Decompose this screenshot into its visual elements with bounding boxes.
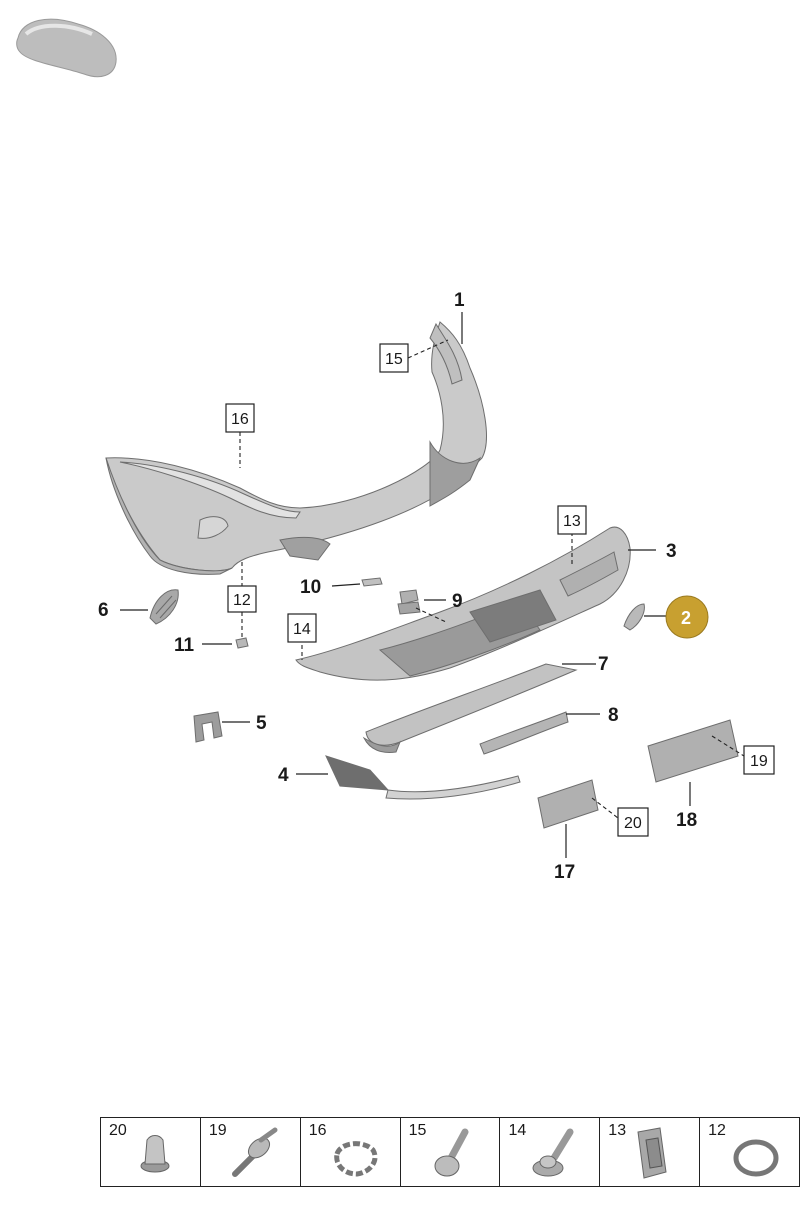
- screw-icon: [434, 1128, 469, 1177]
- part-17-plate: [537, 779, 599, 829]
- part-6-reflector: [149, 589, 179, 625]
- part-7-lower-panel: [362, 663, 578, 753]
- legend-cell-14[interactable]: 14: [500, 1118, 601, 1186]
- label-6: 6: [98, 600, 109, 621]
- highlight-badge-label: 2: [681, 608, 691, 628]
- legend-number: 14: [508, 1122, 527, 1139]
- clip-ring-icon: [333, 1141, 378, 1177]
- leader-lines: [120, 312, 745, 858]
- part-18-plate: [647, 719, 739, 783]
- expanding-rivet-icon: [231, 1127, 278, 1177]
- plug-icon: [140, 1135, 170, 1173]
- legend-cell-20[interactable]: 20: [101, 1118, 201, 1186]
- label-11: 11: [174, 635, 195, 656]
- boxed-label-15: 15: [385, 351, 403, 368]
- legend-number: 12: [708, 1122, 726, 1139]
- part-10-clip: [361, 577, 383, 587]
- boxed-label-20: 20: [624, 815, 642, 832]
- legend-cell-15[interactable]: 15: [401, 1118, 501, 1186]
- label-7: 7: [598, 654, 609, 675]
- label-5: 5: [256, 713, 267, 734]
- part-4-trim-strip: [325, 755, 521, 800]
- part-2-trim-piece: [623, 603, 645, 631]
- spring-nut-icon: [637, 1127, 667, 1179]
- vehicle-thumbnail-icon: [16, 18, 117, 78]
- part-1-bumper-cover: [105, 321, 487, 575]
- legend-number: 15: [408, 1122, 427, 1139]
- boxed-label-13: 13: [563, 513, 581, 530]
- label-8: 8: [608, 705, 619, 726]
- boxed-label-14: 14: [293, 621, 311, 638]
- boxed-label-16: 16: [231, 411, 249, 428]
- legend-cell-16[interactable]: 16: [301, 1118, 401, 1186]
- label-1: 1: [454, 290, 465, 311]
- flange-screw-icon: [532, 1128, 574, 1177]
- label-3: 3: [666, 541, 677, 562]
- label-4: 4: [278, 765, 289, 786]
- part-5-bracket: [193, 711, 223, 743]
- legend-cell-12[interactable]: 12: [700, 1118, 799, 1186]
- label-18: 18: [676, 810, 697, 831]
- parts-diagram: 1 3 4 5 6 7 8 9 10 11 17 18 15 16 12 13 …: [16, 18, 775, 883]
- part-11-clip: [235, 637, 249, 649]
- legend-number: 16: [308, 1122, 327, 1139]
- legend-number: 19: [208, 1122, 227, 1139]
- legend-number: 13: [608, 1122, 627, 1139]
- label-17: 17: [554, 862, 575, 883]
- legend-cell-19[interactable]: 19: [201, 1118, 301, 1186]
- boxed-label-12: 12: [233, 592, 251, 609]
- small-parts-legend: 20 19 16 15 14 13: [100, 1117, 800, 1187]
- part-8-rail: [479, 711, 569, 755]
- boxed-label-19: 19: [750, 753, 768, 770]
- part-3-diffuser: [295, 526, 631, 681]
- seal-ring-icon: [733, 1139, 779, 1177]
- part-9-bracket: [397, 589, 421, 615]
- label-10: 10: [300, 577, 321, 598]
- label-9: 9: [452, 591, 463, 612]
- legend-number: 20: [109, 1122, 127, 1139]
- legend-cell-13[interactable]: 13: [600, 1118, 701, 1186]
- highlight-badge[interactable]: 2: [665, 595, 709, 639]
